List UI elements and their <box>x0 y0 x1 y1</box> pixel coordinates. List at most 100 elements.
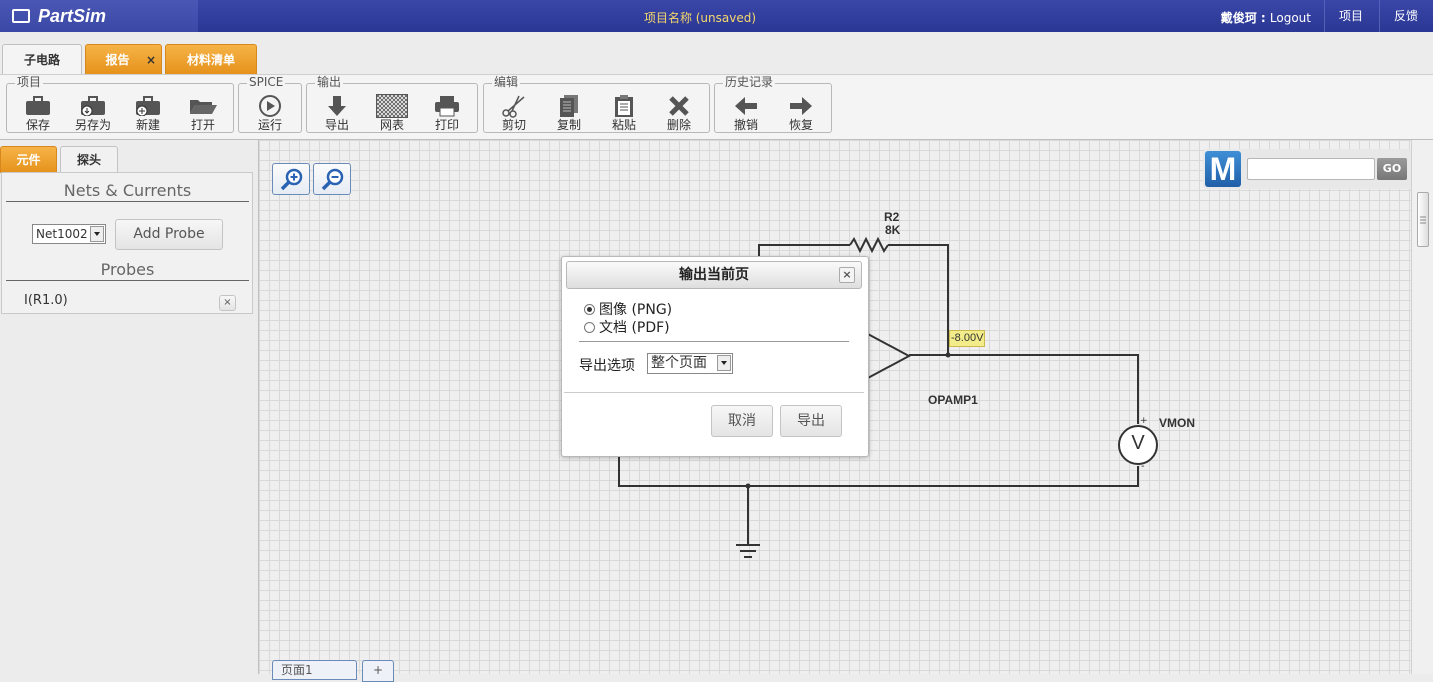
tab-subcircuit[interactable]: 子电路 <box>2 44 82 75</box>
run-button[interactable]: 运行 <box>245 94 295 134</box>
group-legend: 项目 <box>15 75 44 89</box>
print-button[interactable]: 打印 <box>422 94 472 134</box>
meter-name: VMON <box>1159 416 1195 430</box>
voltmeter-vmon[interactable] <box>1118 425 1158 465</box>
group-legend: SPICE <box>247 75 286 89</box>
opamp-name: OPAMP1 <box>928 393 978 407</box>
radio-png[interactable] <box>584 304 595 315</box>
cancel-button[interactable]: 取消 <box>711 405 773 437</box>
tab-label: 探头 <box>76 153 101 167</box>
user-separator: : <box>1256 11 1270 25</box>
logo-text: PartSim <box>38 6 107 26</box>
scrollbar-thumb[interactable] <box>1417 192 1429 247</box>
redo-button[interactable]: 恢复 <box>776 94 826 134</box>
paste-icon <box>599 94 649 118</box>
tab-label: 材料清单 <box>186 53 235 67</box>
part-search-input[interactable] <box>1247 158 1375 180</box>
chevron-down-icon <box>717 355 731 371</box>
group-edit: 编辑 剪切 复制 粘贴 删除 <box>483 75 710 134</box>
tab-bom[interactable]: 材料清单 <box>165 44 257 74</box>
arrow-down-icon <box>312 94 362 118</box>
net-select[interactable]: Net1002 <box>32 224 106 244</box>
dialog-header: 输出当前页 × <box>566 261 862 289</box>
meter-plus: + <box>1140 416 1148 426</box>
chevron-down-icon <box>90 226 104 242</box>
option-png[interactable]: 图像 (PNG) <box>584 299 672 319</box>
page-tab[interactable]: 页面1 <box>272 660 357 680</box>
probes-panel: Nets & Currents Net1002 Add Probe Probes… <box>1 172 253 314</box>
junction-dot <box>945 352 951 358</box>
folder-open-icon <box>178 94 228 118</box>
part-search-box: M GO <box>1203 149 1411 189</box>
tool-label: 导出 <box>324 118 349 132</box>
group-legend: 历史记录 <box>723 75 776 89</box>
export-option-select[interactable]: 整个页面 <box>647 353 733 374</box>
tool-label: 新建 <box>135 118 160 132</box>
zoom-out-icon <box>321 168 344 191</box>
scissors-icon <box>489 94 539 118</box>
search-go-button[interactable]: GO <box>1377 158 1407 180</box>
chip-icon <box>12 9 30 23</box>
tab-components[interactable]: 元件 <box>0 146 57 173</box>
tool-label: 恢复 <box>788 118 813 132</box>
toolbar: 项目 保存 另存为 新建 打开 SPICE 运行 输出 导出 <box>0 74 1433 140</box>
briefcase-icon <box>13 94 63 118</box>
user-info: 戴俊珂 : Logout <box>1221 9 1311 26</box>
copy-button[interactable]: 复制 <box>544 94 594 134</box>
footer-divider <box>564 392 864 393</box>
option-pdf-label: 文档 (PDF) <box>599 320 670 336</box>
top-bar: PartSim 项目名称 (unsaved) 戴俊珂 : Logout 项目 反… <box>0 0 1433 32</box>
group-output: 输出 导出 网表 打印 <box>306 75 478 134</box>
resistor-r2 <box>849 236 889 254</box>
group-spice: SPICE 运行 <box>238 75 302 134</box>
schematic-wires <box>618 236 1139 558</box>
meter-minus: - <box>1141 461 1145 472</box>
save-button[interactable]: 保存 <box>13 94 63 134</box>
tool-label: 粘贴 <box>611 118 636 132</box>
option-png-label: 图像 (PNG) <box>599 302 673 318</box>
open-button[interactable]: 打开 <box>178 94 228 134</box>
paste-button[interactable]: 粘贴 <box>599 94 649 134</box>
divider <box>579 341 849 342</box>
delete-x-icon <box>654 94 704 118</box>
group-history: 历史记录 撤销 恢复 <box>714 75 832 134</box>
tool-label: 网表 <box>379 118 404 132</box>
remove-probe-button[interactable]: × <box>219 295 236 311</box>
zoom-in-button[interactable] <box>272 163 310 195</box>
logout-link[interactable]: Logout <box>1269 11 1311 25</box>
partsim-logo[interactable]: PartSim <box>0 0 198 32</box>
add-probe-button[interactable]: Add Probe <box>115 219 223 250</box>
export-button[interactable]: 导出 <box>312 94 362 134</box>
option-pdf[interactable]: 文档 (PDF) <box>584 317 670 337</box>
zoom-out-button[interactable] <box>313 163 351 195</box>
close-icon[interactable]: × <box>145 53 156 67</box>
voltage-tag[interactable]: -8.00V <box>949 330 986 347</box>
export-confirm-button[interactable]: 导出 <box>780 405 842 437</box>
briefcase-download-icon <box>68 94 118 118</box>
group-legend: 编辑 <box>492 75 521 89</box>
tab-probes[interactable]: 探头 <box>60 146 118 174</box>
undo-button[interactable]: 撤销 <box>721 94 771 134</box>
add-page-button[interactable]: + <box>362 660 394 682</box>
tab-label: 元件 <box>16 153 41 167</box>
netlist-grid-icon <box>367 94 417 118</box>
tool-label: 另存为 <box>74 118 111 132</box>
feedback-link[interactable]: 反馈 <box>1379 0 1432 32</box>
tool-label: 撤销 <box>733 118 758 132</box>
opamp-triangle <box>865 332 912 380</box>
cut-button[interactable]: 剪切 <box>489 94 539 134</box>
tab-label: 子电路 <box>23 53 60 67</box>
new-button[interactable]: 新建 <box>123 94 173 134</box>
junction-dot <box>745 483 751 489</box>
save-as-button[interactable]: 另存为 <box>68 94 118 134</box>
vertical-scrollbar[interactable] <box>1411 140 1433 674</box>
group-project: 项目 保存 另存为 新建 打开 <box>6 75 234 134</box>
user-name: 戴俊珂 <box>1220 11 1257 25</box>
tab-report[interactable]: 报告× <box>85 44 162 74</box>
projects-link[interactable]: 项目 <box>1324 0 1377 32</box>
zoom-in-icon <box>280 168 303 191</box>
netlist-button[interactable]: 网表 <box>367 94 417 134</box>
radio-pdf[interactable] <box>584 322 595 333</box>
delete-button[interactable]: 删除 <box>654 94 704 134</box>
close-icon[interactable]: × <box>839 267 855 283</box>
